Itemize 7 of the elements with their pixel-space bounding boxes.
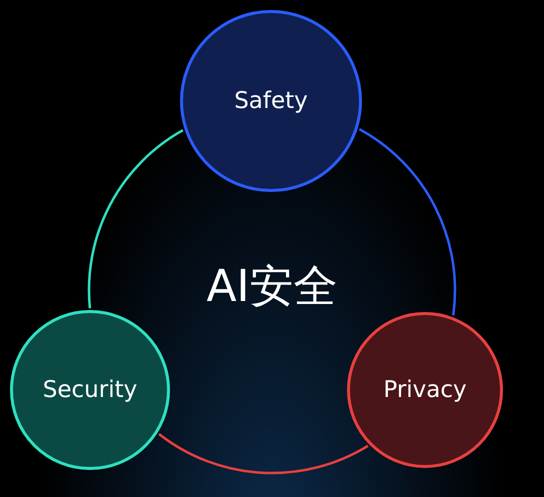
connector-arc xyxy=(158,432,369,474)
connector-arc xyxy=(88,129,184,308)
circle-label: Safety xyxy=(234,88,308,114)
circle-label: Privacy xyxy=(383,377,467,403)
center-title: AI安全 xyxy=(205,262,339,312)
circle-label: Security xyxy=(42,377,138,403)
connector-arc xyxy=(358,128,456,316)
